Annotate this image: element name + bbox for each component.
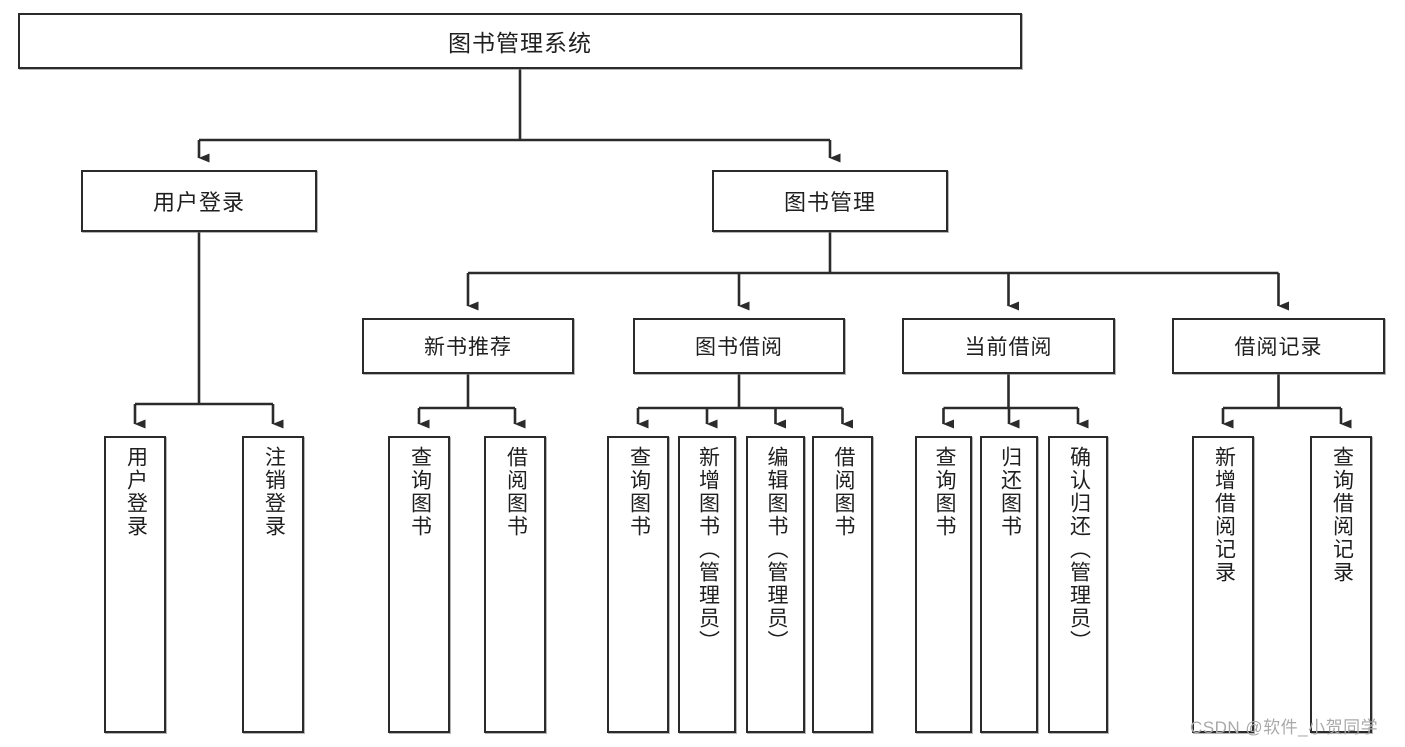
node-leaf-add-borrow-record[interactable]: 新增借阅记录 xyxy=(1192,436,1254,733)
node-current-borrow[interactable]: 当前借阅 xyxy=(902,318,1115,374)
node-leaf-confirm-return-admin-label: 确认归还（管理员） xyxy=(1067,446,1091,653)
node-book-borrow[interactable]: 图书借阅 xyxy=(633,318,845,374)
node-leaf-query-book-current[interactable]: 查询图书 xyxy=(915,436,972,733)
node-leaf-query-book-borrow-label: 查询图书 xyxy=(627,446,651,538)
node-book-manage[interactable]: 图书管理 xyxy=(712,170,948,232)
node-book-borrow-label: 图书借阅 xyxy=(695,336,783,359)
node-new-book-recommend[interactable]: 新书推荐 xyxy=(362,318,574,374)
node-user-login-label: 用户登录 xyxy=(152,190,245,215)
node-leaf-query-borrow-record[interactable]: 查询借阅记录 xyxy=(1310,436,1372,733)
node-leaf-borrow-book-label: 借阅图书 xyxy=(831,446,855,538)
node-current-borrow-label: 当前借阅 xyxy=(964,336,1053,359)
node-leaf-return-book-label: 归还图书 xyxy=(998,446,1022,538)
node-leaf-edit-book-admin-label: 编辑图书（管理员） xyxy=(764,446,788,653)
node-leaf-add-book-admin-label: 新增图书（管理员） xyxy=(696,446,720,653)
node-leaf-query-book-recommend-label: 查询图书 xyxy=(408,446,432,538)
node-leaf-edit-book-admin[interactable]: 编辑图书（管理员） xyxy=(746,436,805,733)
node-leaf-return-book[interactable]: 归还图书 xyxy=(980,436,1038,733)
node-root[interactable]: 图书管理系统 xyxy=(18,13,1022,69)
node-leaf-add-book-admin[interactable]: 新增图书（管理员） xyxy=(678,436,736,733)
node-new-book-recommend-label: 新书推荐 xyxy=(424,336,512,359)
node-borrow-record[interactable]: 借阅记录 xyxy=(1172,318,1385,374)
node-leaf-user-logout-label: 注销登录 xyxy=(262,446,286,538)
node-borrow-record-label: 借阅记录 xyxy=(1234,336,1323,359)
node-leaf-borrow-book-recommend-label: 借阅图书 xyxy=(504,446,528,538)
watermark: CSDN @软件_小贺同学 xyxy=(1190,718,1379,737)
node-user-login[interactable]: 用户登录 xyxy=(81,170,317,232)
node-leaf-confirm-return-admin[interactable]: 确认归还（管理员） xyxy=(1048,436,1108,733)
node-leaf-borrow-book-recommend[interactable]: 借阅图书 xyxy=(484,436,546,733)
node-leaf-user-logout[interactable]: 注销登录 xyxy=(242,436,304,733)
node-book-manage-label: 图书管理 xyxy=(783,190,876,215)
node-leaf-user-login[interactable]: 用户登录 xyxy=(104,436,166,733)
node-leaf-query-book-recommend[interactable]: 查询图书 xyxy=(388,436,450,733)
node-leaf-query-book-borrow[interactable]: 查询图书 xyxy=(607,436,669,733)
node-leaf-borrow-book[interactable]: 借阅图书 xyxy=(812,436,873,733)
node-leaf-user-login-label: 用户登录 xyxy=(124,446,148,538)
node-leaf-query-borrow-record-label: 查询借阅记录 xyxy=(1330,446,1354,584)
node-leaf-query-book-current-label: 查询图书 xyxy=(932,446,956,538)
node-leaf-add-borrow-record-label: 新增借阅记录 xyxy=(1212,446,1236,584)
node-root-label: 图书管理系统 xyxy=(448,30,592,56)
